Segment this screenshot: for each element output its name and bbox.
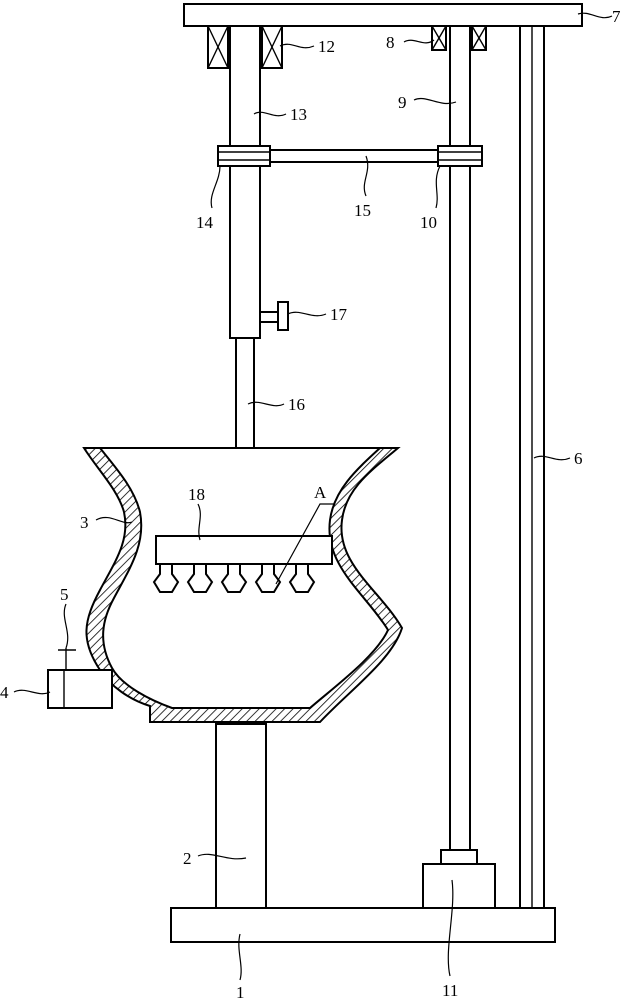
leader-7 [577, 12, 613, 19]
leader-15 [363, 155, 369, 197]
brush-tooth-1 [152, 563, 180, 593]
leader-12 [279, 43, 315, 49]
leader-18 [197, 503, 201, 541]
discharge-pipe [47, 669, 113, 709]
locking-screw-shank [259, 311, 279, 323]
label-2: 2 [183, 849, 192, 868]
leader-14 [210, 165, 221, 209]
brush-tooth-3 [220, 563, 248, 593]
label-A: A [314, 483, 327, 502]
bearing-right-b-cross-2 [471, 25, 487, 51]
label-11: 11 [442, 981, 458, 1000]
leader-4 [13, 689, 51, 695]
pulley-right [437, 145, 483, 167]
leader-11 [447, 879, 454, 977]
locking-screw-head [277, 301, 289, 331]
brush-tooth-2 [186, 563, 214, 593]
label-18: 18 [188, 485, 205, 504]
leader-10 [435, 165, 441, 209]
motor-coupling [440, 849, 478, 865]
leader-8 [403, 39, 435, 44]
label-1: 1 [236, 983, 245, 1000]
label-9: 9 [398, 93, 407, 112]
leader-6 [533, 455, 571, 461]
leader-5 [63, 603, 69, 649]
leader-A [275, 503, 334, 585]
label-14: 14 [196, 213, 214, 232]
brush-teeth [152, 563, 316, 593]
leader-13 [253, 111, 287, 117]
right-shaft [449, 25, 471, 851]
label-8: 8 [386, 33, 395, 52]
motor-body [422, 863, 496, 909]
bearing-left-a-cross-2 [207, 25, 229, 69]
label-3: 3 [80, 513, 89, 532]
label-6: 6 [574, 449, 583, 468]
left-sleeve [229, 25, 261, 339]
label-12: 12 [318, 37, 335, 56]
label-17: 17 [330, 305, 348, 324]
label-13: 13 [290, 105, 307, 124]
leader-16 [247, 401, 285, 407]
label-4: 4 [0, 683, 9, 702]
label-7: 7 [612, 7, 621, 26]
leader-2 [197, 853, 247, 860]
label-10: 10 [420, 213, 437, 232]
label-5: 5 [60, 585, 69, 604]
leader-17 [287, 311, 327, 317]
pulley-left [217, 145, 271, 167]
bearing-right-a-cross-2 [431, 25, 447, 51]
leader-1 [238, 933, 242, 981]
belt [241, 149, 439, 163]
leader-3 [95, 516, 133, 524]
label-15: 15 [354, 201, 371, 220]
brush-tooth-4 [254, 563, 282, 593]
base-plate [170, 907, 556, 943]
label-16: 16 [288, 395, 305, 414]
brush-tooth-5 [288, 563, 316, 593]
pedestal-column [215, 723, 267, 909]
bearing-left-b-cross-2 [261, 25, 283, 69]
top-plate [183, 3, 583, 27]
stirring-head [155, 535, 333, 565]
leader-9 [413, 98, 457, 104]
